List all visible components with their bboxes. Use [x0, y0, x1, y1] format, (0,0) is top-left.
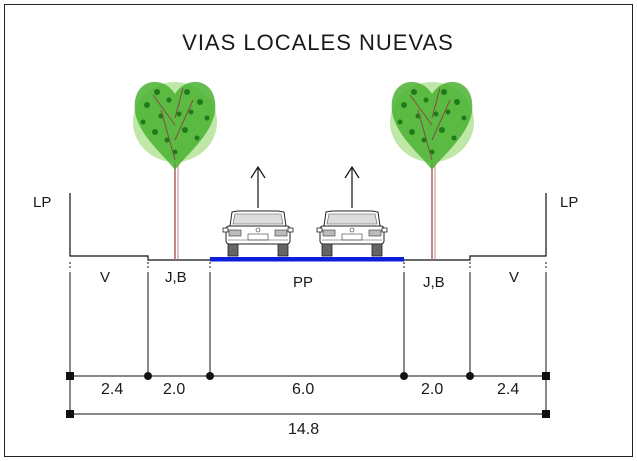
dimension-value-seg1: 2.4: [101, 381, 123, 398]
car-rear-icon: [222, 210, 294, 257]
dimension-markers: [66, 372, 550, 418]
zone-label-jb-left: J,B: [165, 269, 187, 286]
dimension-value-seg5: 2.4: [497, 381, 519, 398]
street-profile-line: [69, 193, 547, 261]
dimension-value-seg3: 6.0: [292, 381, 314, 398]
dimension-value-total: 14.8: [288, 421, 319, 438]
dimension-value-seg4: 2.0: [421, 381, 443, 398]
diagram-title: VIAS LOCALES NUEVAS: [182, 30, 454, 55]
zone-label-v-right: V: [509, 269, 519, 286]
zone-label-jb-right: J,B: [423, 274, 445, 291]
arrow-up-icon: [344, 165, 360, 208]
dimension-value-seg2: 2.0: [163, 381, 185, 398]
zone-label-pp: PP: [293, 274, 313, 291]
pavement-strip: [210, 257, 404, 262]
lp-right-label: LP: [560, 194, 578, 211]
arrow-up-icon: [250, 165, 266, 208]
zone-label-v-left: V: [100, 269, 110, 286]
car-rear-icon: [316, 210, 388, 257]
tree-icon: [390, 81, 474, 260]
extension-lines: [69, 262, 547, 414]
lp-left-label: LP: [33, 194, 51, 211]
drawing-border: [4, 4, 633, 457]
tree-icon: [133, 81, 217, 260]
